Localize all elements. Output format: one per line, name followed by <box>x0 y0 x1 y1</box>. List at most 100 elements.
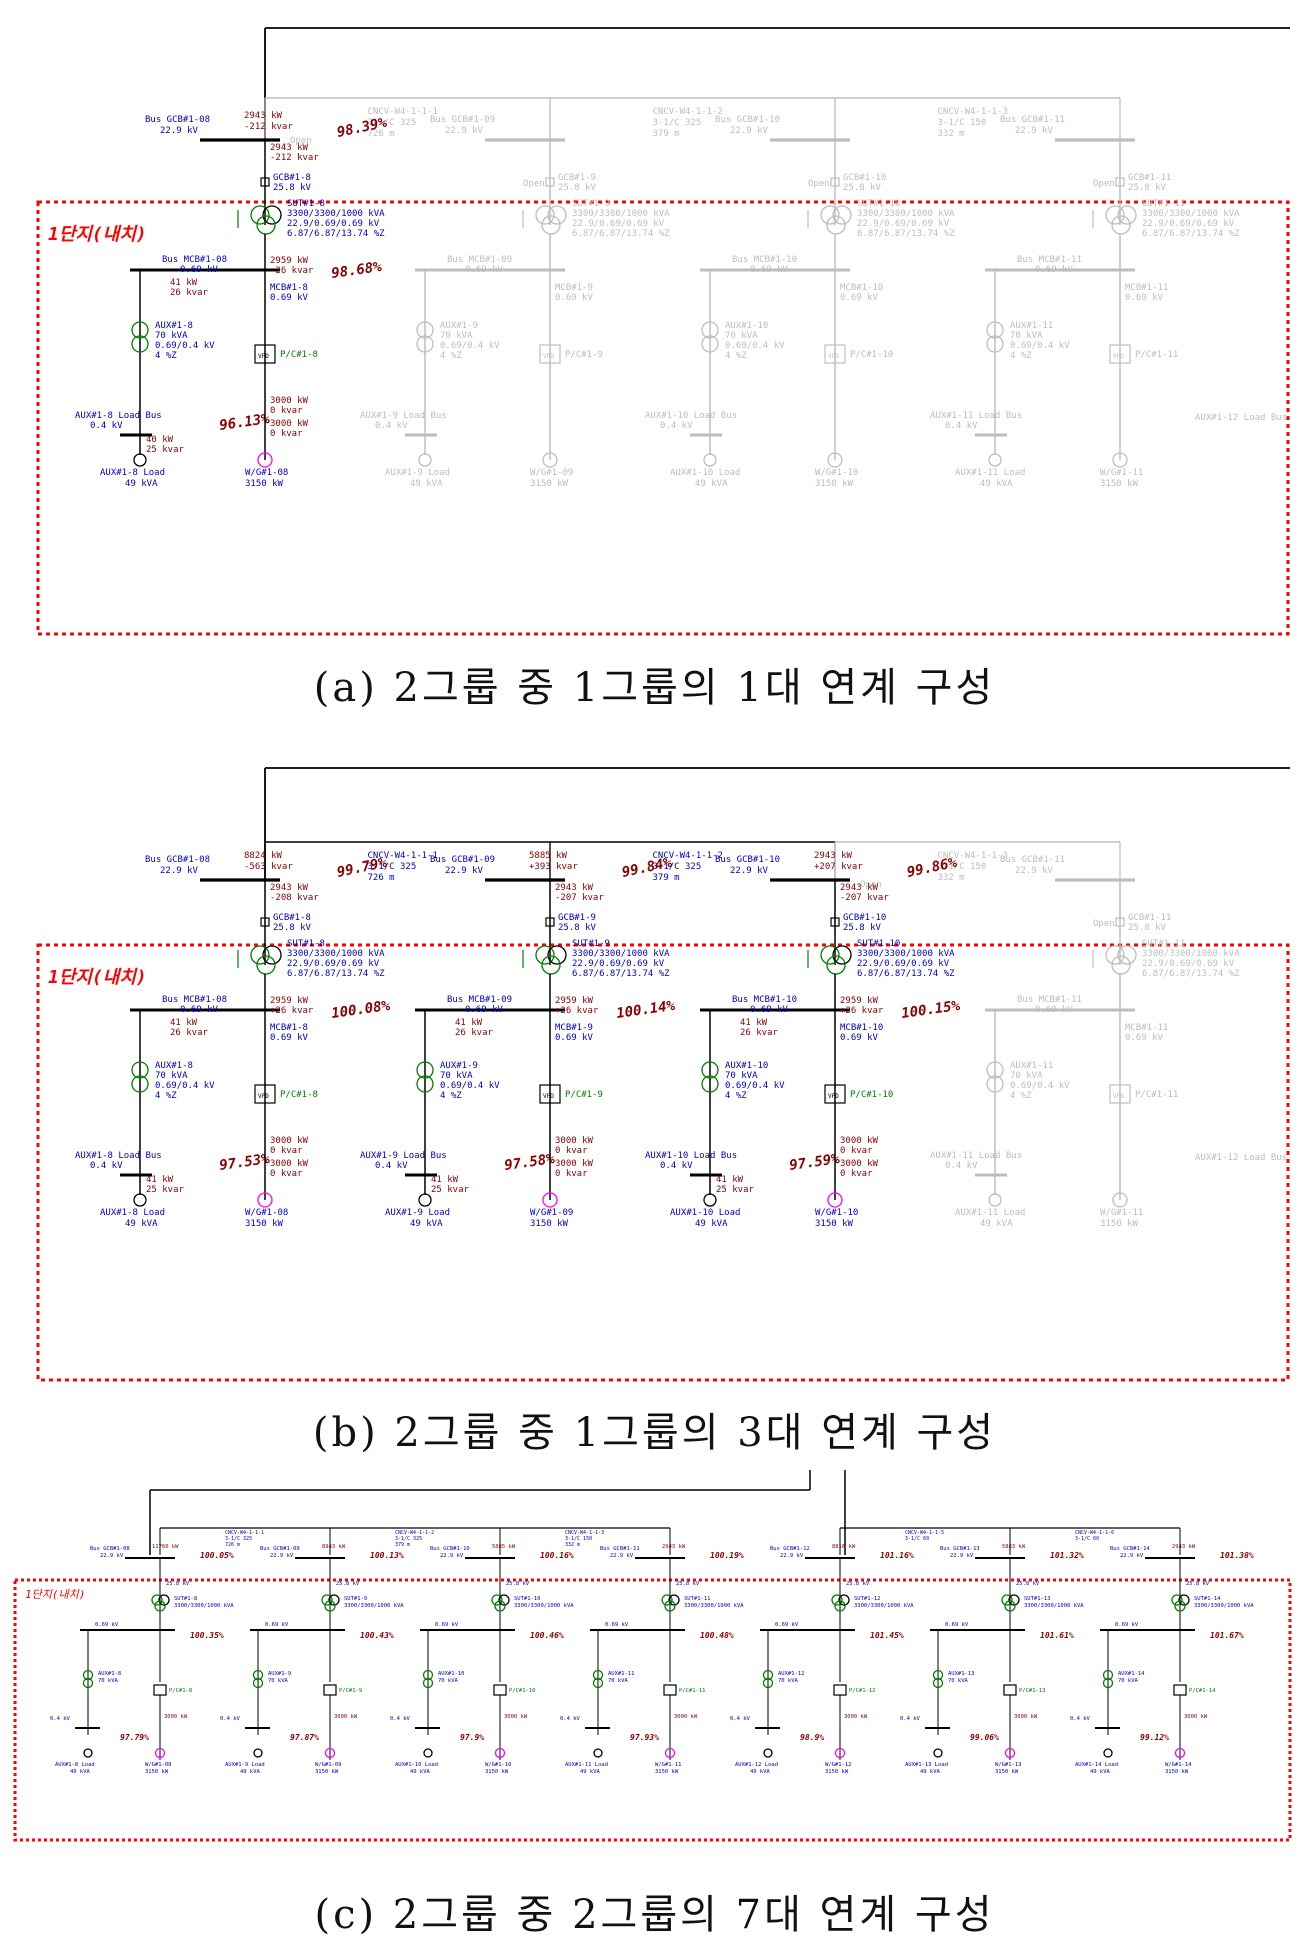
load-name: AUX#1-9 Load <box>385 468 450 478</box>
cable-spec-c: 3-1/C 60 <box>1075 1536 1099 1542</box>
wind-generator-symbol-c <box>664 1747 676 1759</box>
power-converter <box>824 1084 846 1104</box>
bus-flow-q: +207 kvar <box>814 862 863 872</box>
aux-rating-c: 70 kVA <box>268 1678 289 1684</box>
aux-impedance: 4 %Z <box>440 1091 462 1101</box>
wind-generator-symbol <box>542 1192 558 1208</box>
bus-gcb-name-c: Bus GCB#1-10 <box>430 1546 470 1552</box>
power-converter <box>1109 344 1131 364</box>
mcb-name: MCB#1-10 <box>840 1023 883 1033</box>
aux-voltage: 0.69/0.4 kV <box>1010 1081 1070 1091</box>
bus-mcb-voltage: 0.69 kV <box>1035 1005 1074 1015</box>
sut-winding-c2 <box>838 1594 850 1606</box>
aux-rating: 70 kVA <box>725 331 758 341</box>
load-name-c: AUX#1-11 Load <box>565 1762 608 1768</box>
pc-box-c <box>493 1684 507 1696</box>
cable-spec: 3-1/C 150 <box>938 118 987 128</box>
bus-flow-c: 5885 kW <box>492 1544 516 1550</box>
gcb-breaker <box>260 917 270 927</box>
cable-name: CNCV-W4-1-1-2 <box>653 851 723 861</box>
mcb-flow-q: +26 kvar <box>555 1006 599 1016</box>
aux-flow-p: 41 kW <box>170 278 198 288</box>
bus-voltage-percent-c: 101.38% <box>1220 1551 1254 1560</box>
bus-gcb-voltage-c: 22.9 kV <box>780 1553 804 1559</box>
mcb-voltage-percent-c: 100.46% <box>530 1631 564 1640</box>
sut-winding-2 <box>832 205 852 225</box>
load-rating: 49 kVA <box>980 1219 1013 1229</box>
bus-mcb-name: Bus MCB#1-10 <box>732 995 797 1005</box>
gen-flow-p1: 3000 kW <box>270 396 309 406</box>
load-name-c: AUX#1-8 Load <box>55 1762 95 1768</box>
aux-winding-c2 <box>762 1677 774 1689</box>
sut-winding-3 <box>541 955 561 975</box>
gcb-voltage: 25.8 kV <box>843 183 882 193</box>
complex-label-c: 1단지(내치) <box>25 1588 85 1601</box>
aux-rating: 70 kVA <box>1010 1071 1043 1081</box>
sut-impedance: 6.87/6.87/13.74 %Z <box>1142 969 1240 979</box>
cable-name: CNCV-W4-1-1-1 <box>368 107 438 117</box>
aux-flow-q: 26 kvar <box>170 1028 209 1038</box>
aux-load-bus-name: AUX#1-8 Load Bus <box>75 1151 162 1161</box>
aux-load-bus-voltage: 0.4 kV <box>660 1161 693 1171</box>
gcb-voltage: 25.8 kV <box>273 923 312 933</box>
wind-generator-symbol-c <box>154 1747 166 1759</box>
aux-winding-c1 <box>592 1669 604 1681</box>
gcb-voltage-c: 25.8 kV <box>846 1581 870 1587</box>
sut-winding-1 <box>535 945 555 965</box>
aux-load-bus-voltage-c: 0.4 kV <box>220 1716 241 1722</box>
aux-winding-c2 <box>1102 1677 1114 1689</box>
gen-flow-q1: 0 kvar <box>270 1146 303 1156</box>
bus-flow-q: +393 kvar <box>529 862 578 872</box>
cable-name-c: CNCV-W4-1-1-5 <box>905 1530 944 1536</box>
load-rating-c: 49 kVA <box>920 1769 941 1775</box>
aux-impedance: 4 %Z <box>1010 351 1032 361</box>
load-rating-c: 49 kVA <box>750 1769 771 1775</box>
sut-winding-c3 <box>664 1600 676 1612</box>
mcb-voltage-percent-c: 100.48% <box>700 1631 734 1640</box>
open-label: Open <box>523 179 545 189</box>
mcb-flow-p: 2959 kW <box>270 996 309 1006</box>
gen-flow-c: 3000 kW <box>844 1714 868 1720</box>
bus-flow-c: 11760 kW <box>152 1544 179 1550</box>
wg-name: W/G#1-08 <box>245 1208 288 1218</box>
aux-load-bus-voltage: 0.4 kV <box>660 421 693 431</box>
aux-voltage: 0.69/0.4 kV <box>725 1081 785 1091</box>
gcb-flow-p: 2943 kW <box>840 883 879 893</box>
aux-winding-1 <box>131 321 149 339</box>
aux-load-bus-voltage: 0.4 kV <box>375 1161 408 1171</box>
sut-voltage: 22.9/0.69/0.69 kV <box>287 219 380 229</box>
gcb-breaker <box>1115 917 1125 927</box>
pc-name-c: P/C#1-8 <box>169 1688 192 1694</box>
sut-voltage: 22.9/0.69/0.69 kV <box>572 219 665 229</box>
sut-rating-c: 3300/3300/1000 kVA <box>1194 1603 1254 1609</box>
sut-winding-3 <box>1111 215 1131 235</box>
power-converter-symbol: VFD <box>543 353 554 360</box>
sut-impedance: 6.87/6.87/13.74 %Z <box>572 229 670 239</box>
aux-winding-c1 <box>932 1669 944 1681</box>
aux-voltage-percent: 97.59% <box>788 1151 841 1174</box>
bus-gcb-voltage-c: 22.9 kV <box>270 1553 294 1559</box>
aux-rating: 70 kVA <box>155 1071 188 1081</box>
mcb-flow-q: -26 kvar <box>270 266 314 276</box>
bus-voltage-percent-c: 100.19% <box>710 1551 744 1560</box>
wg-rating-c: 3150 kW <box>1165 1769 1189 1775</box>
aux-winding-1 <box>701 1061 719 1079</box>
aux-winding-1 <box>131 1061 149 1079</box>
bus-gcb-name: Bus GCB#1-09 <box>430 115 495 125</box>
aux-name: AUX#1-11 <box>1010 321 1053 331</box>
bus-gcb-voltage-c: 22.9 kV <box>1120 1553 1144 1559</box>
mcb-voltage-percent-c: 100.35% <box>190 1631 224 1640</box>
wind-generator-symbol <box>257 1192 273 1208</box>
sut-winding-c3 <box>324 1600 336 1612</box>
bus-flow-p: 5885 kW <box>529 851 568 861</box>
sut-name-c: SUT#1-11 <box>684 1596 711 1602</box>
power-converter-symbol: VFD <box>828 353 839 360</box>
wg-rating: 3150 kW <box>530 1219 569 1229</box>
wg-rating-c: 3150 kW <box>995 1769 1019 1775</box>
gen-flow-c: 3000 kW <box>334 1714 358 1720</box>
wg-rating: 3150 kW <box>815 1219 854 1229</box>
bus-gcb-name: Bus GCB#1-11 <box>1000 855 1065 865</box>
gen-flow-q1: 0 kvar <box>270 406 303 416</box>
mcb-voltage: 0.69 kV <box>1125 293 1164 303</box>
